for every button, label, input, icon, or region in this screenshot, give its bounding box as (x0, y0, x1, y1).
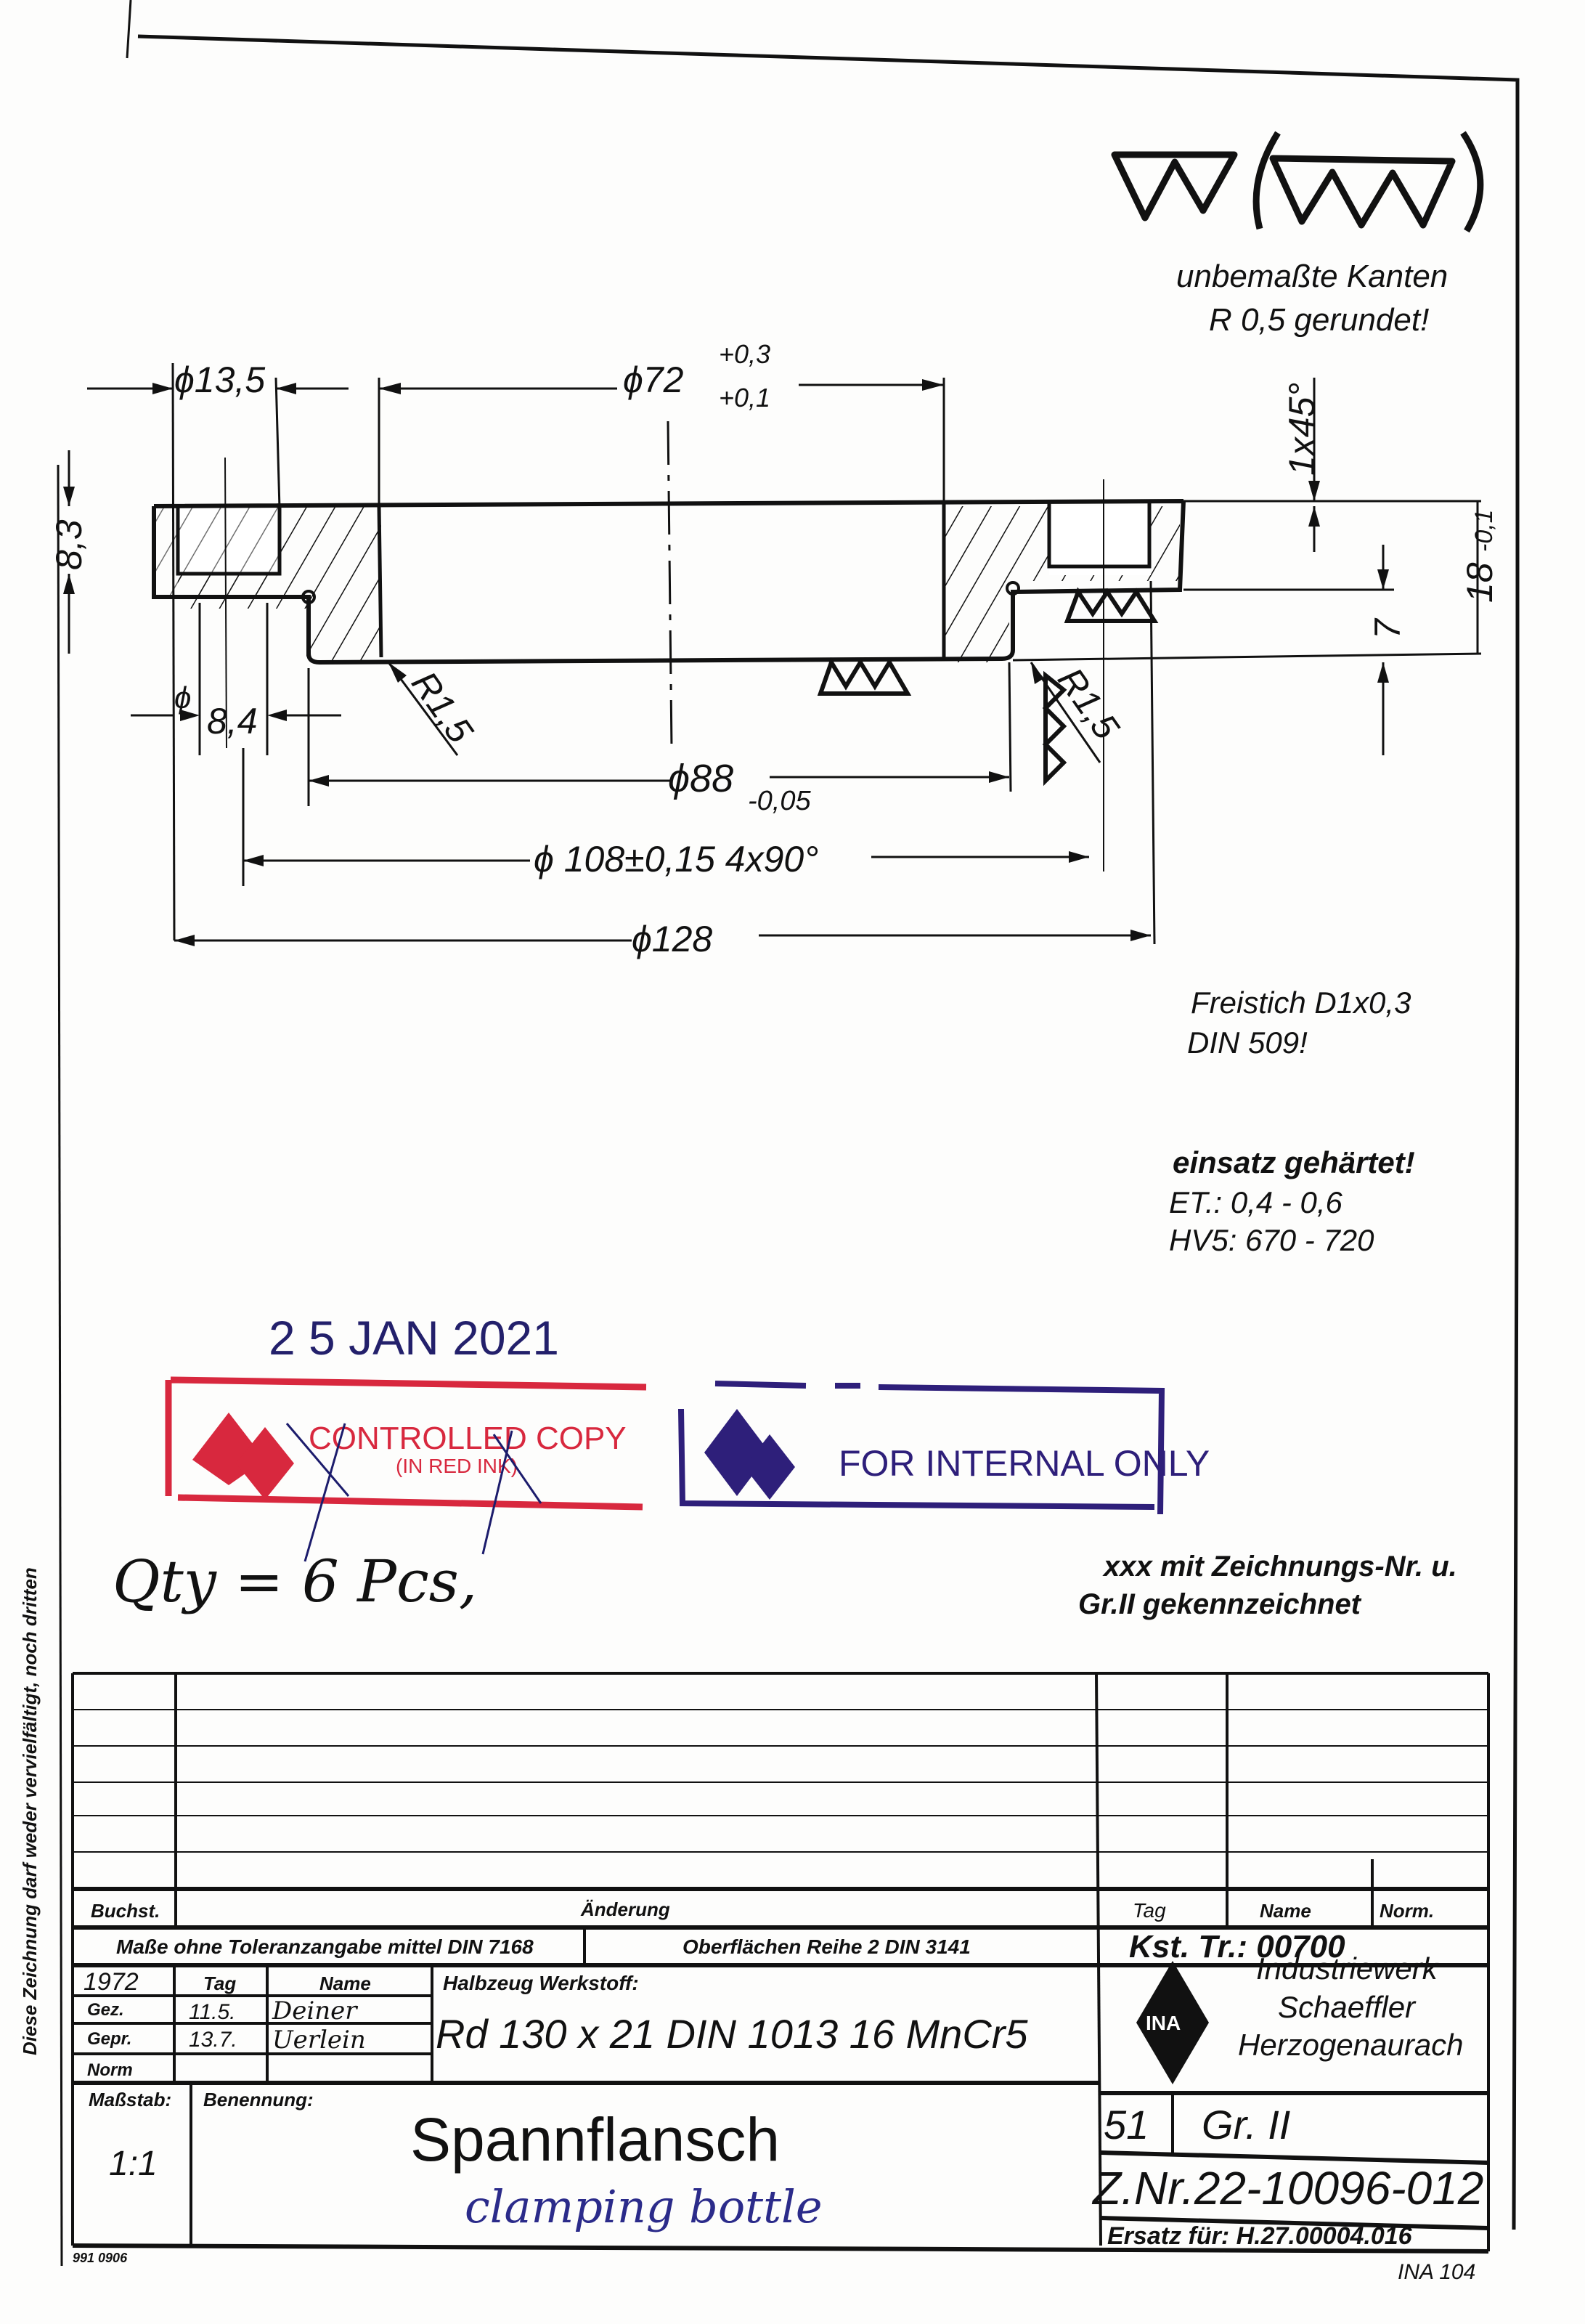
dim-diameter-13-5: ϕ13,5 (174, 359, 265, 400)
name-label: Benennung: (203, 2089, 314, 2110)
cost-center: Kst. Tr.: 00700 (1129, 1929, 1345, 1965)
controlled-copy-sublabel: (IN RED INK) (396, 1455, 518, 1477)
dim-height-18: 18 (1459, 562, 1500, 603)
scale-value: 1:1 (109, 2145, 158, 2183)
note-marking-line2: Gr.II gekennzeichnet (1078, 1588, 1362, 1620)
part-name: Spannflansch (410, 2105, 780, 2174)
snl-logo-red (192, 1413, 294, 1500)
drawn-signature: Deiner (272, 1996, 358, 2026)
note-undercut-line1: Freistich D1x0,3 (1191, 986, 1411, 1020)
drawn-day: 11.5. (189, 2000, 236, 2024)
controlled-copy-label: CONTROLLED COPY (309, 1421, 627, 1456)
header-letter: Buchst. (91, 1900, 160, 1922)
header-name: Name (1260, 1900, 1311, 1922)
dim-phi-symbol: ϕ (174, 680, 191, 715)
note-edges-line2: R 0,5 gerundet! (1209, 302, 1429, 338)
tolerance-note: Maße ohne Toleranzangabe mittel DIN 7168 (116, 1935, 534, 1958)
copyright-side-note: Diese Zeichnung darf weder vervielfältig… (19, 1567, 41, 2055)
handwritten-quantity: Qty = 6 Pcs, (113, 1548, 477, 1615)
drawing-number: Z.Nr.22-10096-012 (1091, 2162, 1483, 2214)
dim-72-upper-tol: +0,3 (719, 339, 770, 369)
group-class: Gr. II (1202, 2102, 1290, 2148)
col-name-label: Name (319, 1972, 371, 1994)
surface-symbol-shoulder (1042, 670, 1067, 787)
drawn-label: Gez. (87, 2000, 124, 2020)
year: 1972 (83, 1968, 139, 1996)
form-number: 991 0906 (73, 2251, 128, 2265)
ina-logo: INA (1136, 1961, 1209, 2084)
material-label: Halbzeug Werkstoff: (443, 1972, 639, 1994)
flange-section (152, 420, 1482, 871)
note-hardening-line3: HV5: 670 - 720 (1169, 1223, 1374, 1257)
surface-note: Oberflächen Reihe 2 DIN 3141 (683, 1935, 971, 1958)
date-stamp: 2 5 JAN 2021 (269, 1311, 559, 1365)
note-hardening-line2: ET.: 0,4 - 0,6 (1169, 1185, 1343, 1219)
dim-bolt-circle-108: ϕ 108±0,15 4x90° (534, 839, 818, 879)
surface-symbol-bore (817, 657, 912, 696)
scale-label: Maßstab: (89, 2089, 171, 2110)
company-line3: Herzogenaurach (1238, 2028, 1464, 2062)
company-line2: Schaeffler (1278, 1990, 1417, 2024)
dim-radius-right: R1,5 (1050, 660, 1128, 747)
header-change: Änderung (580, 1898, 670, 1920)
col-day-label: Tag (203, 1972, 236, 1994)
title-block-grid (71, 1672, 1490, 2254)
dimension-arrows (63, 379, 1389, 946)
internal-only-label: FOR INTERNAL ONLY (839, 1443, 1210, 1484)
dim-radius-left: R1,5 (404, 664, 481, 750)
note-hardening-line1: einsatz gehärtet! (1173, 1145, 1415, 1179)
ina-logo-text: INA (1146, 2012, 1181, 2034)
company-line1: Industriewerk (1256, 1951, 1439, 1986)
replaces-number: Ersatz für: H.27.00004.016 (1107, 2222, 1413, 2250)
checked-signature: Uerlein (272, 2026, 366, 2055)
surface-finish-symbol (1111, 131, 1484, 233)
dim-18-tol: -0,1 (1470, 509, 1498, 552)
sheet-border (57, 0, 1520, 2267)
header-date: Tag (1133, 1899, 1166, 1922)
dim-diameter-128: ϕ128 (632, 919, 712, 959)
controlled-copy-stamp: CONTROLLED COPY (IN RED INK) (165, 1376, 647, 1562)
dim-72-lower-tol: +0,1 (719, 383, 770, 413)
checked-label: Gepr. (87, 2029, 131, 2049)
header-norm: Norm. (1380, 1900, 1434, 1922)
norm-label: Norm (87, 2060, 133, 2080)
form-code: INA 104 (1398, 2260, 1475, 2284)
dim-diameter-8-4: 8,4 (207, 701, 258, 742)
dim-diameter-88: ϕ88 (668, 757, 733, 800)
group-number: 51 (1104, 2102, 1149, 2148)
internal-only-stamp: FOR INTERNAL ONLY (678, 1381, 1210, 1515)
checked-day: 13.7. (189, 2028, 237, 2052)
material-spec: Rd 130 x 21 DIN 1013 16 MnCr5 (436, 2011, 1028, 2057)
handwritten-translation: clamping bottle (465, 2180, 823, 2233)
dim-chamfer: 1x45° (1282, 383, 1322, 476)
dim-diameter-72: ϕ72 (623, 359, 684, 400)
note-edges-line1: unbemaßte Kanten (1176, 259, 1448, 294)
dim-height-8-3: 8,3 (49, 519, 89, 570)
dim-88-tol: -0,05 (748, 786, 811, 816)
note-marking-line1: xxx mit Zeichnungs-Nr. u. (1102, 1551, 1457, 1582)
snl-logo-blue (704, 1409, 795, 1500)
note-undercut-line2: DIN 509! (1187, 1025, 1308, 1060)
dim-height-7: 7 (1367, 617, 1408, 639)
